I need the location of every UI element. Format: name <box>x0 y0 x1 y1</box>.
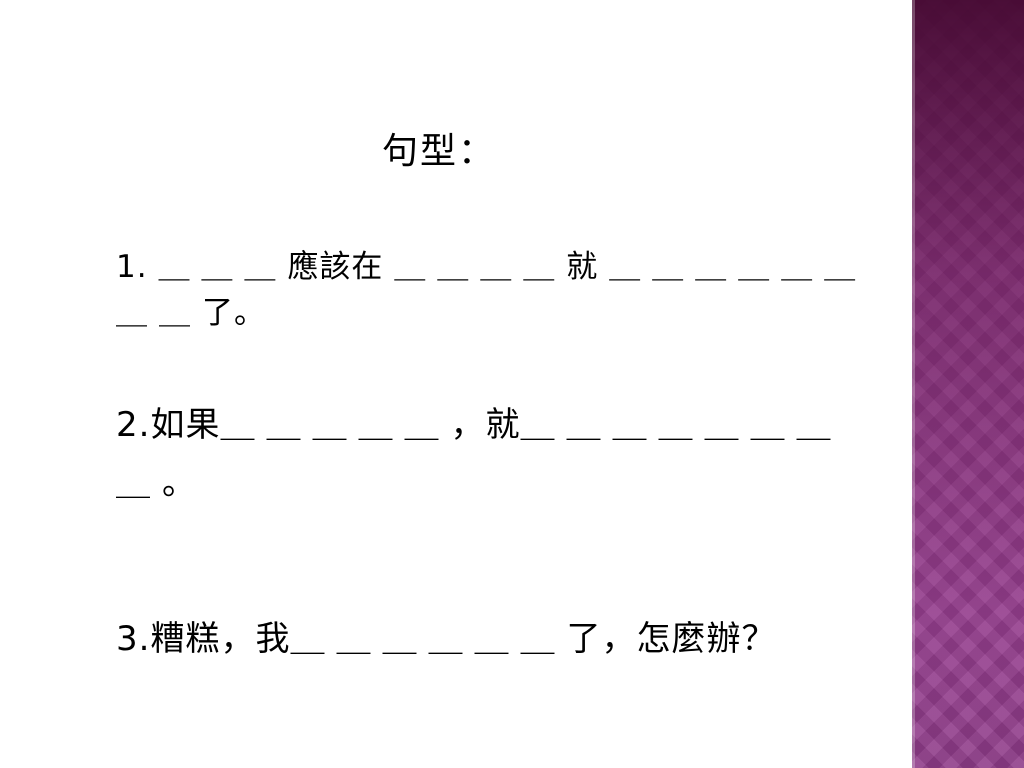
sentence-pattern-1: 1. ＿＿＿應該在 ＿＿＿＿就 ＿＿＿＿＿＿＿＿了。 <box>116 244 886 336</box>
blank: ＿＿＿ <box>158 249 288 285</box>
sentence-text: ，就 <box>450 405 521 445</box>
sentence-number: 2. <box>116 405 151 445</box>
sentence-text: 如果 <box>150 405 221 445</box>
sentence-text: 應該在 <box>287 249 384 285</box>
sentence-pattern-2: 2.如果＿＿＿＿＿，就＿＿＿＿＿＿＿ ＿。 <box>116 396 846 512</box>
sentence-text: 糟糕，我 <box>150 619 291 659</box>
blank: ＿＿＿＿＿ <box>220 405 451 445</box>
blank: ＿＿＿＿＿＿＿ <box>520 405 843 445</box>
blank: ＿ <box>116 463 162 503</box>
blank: ＿＿＿＿ <box>394 249 567 285</box>
sentence-number: 1. <box>116 249 148 285</box>
sentence-text: 了。 <box>202 295 266 331</box>
decorative-side-band <box>912 0 1024 768</box>
blank: ＿＿＿＿＿＿ <box>290 619 567 659</box>
slide-title: 句型： <box>382 131 497 172</box>
sentence-text: 了，怎麼辦？ <box>566 619 777 659</box>
sentence-text: 就 <box>566 249 599 285</box>
blank: ＿＿＿＿＿＿＿＿ <box>116 249 868 331</box>
sentence-number: 3. <box>116 619 151 659</box>
sentence-text: 。 <box>162 463 197 503</box>
sentence-pattern-3: 3.糟糕，我＿＿＿＿＿＿了，怎麼辦？ <box>116 612 886 666</box>
